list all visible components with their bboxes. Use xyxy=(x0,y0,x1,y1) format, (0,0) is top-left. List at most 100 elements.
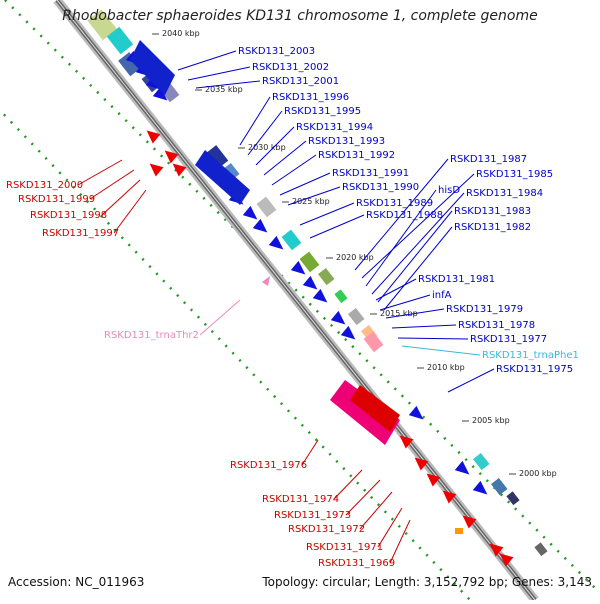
minus-gene-label[interactable]: RSKD131_trnaThr2 xyxy=(104,330,199,341)
plus-gene-label[interactable]: RSKD131_2003 xyxy=(238,46,315,57)
label-leader-line xyxy=(377,507,403,548)
minus-gene-arrow[interactable] xyxy=(423,469,441,487)
gene-block[interactable] xyxy=(506,491,520,506)
label-leader-line xyxy=(391,324,457,329)
gene-block[interactable] xyxy=(534,542,548,557)
label-leader-line xyxy=(397,337,469,340)
plus-gene-label[interactable]: RSKD131_1988 xyxy=(366,210,443,221)
genome-summary-text: Topology: circular; Length: 3,152,792 bp… xyxy=(262,575,592,589)
genome-backbone-highlight xyxy=(56,0,536,601)
plus-gene-label[interactable]: RSKD131_1996 xyxy=(272,92,349,103)
gene-block[interactable] xyxy=(118,52,142,77)
plus-gene-arrow[interactable] xyxy=(330,310,349,329)
plus-gene-arrow[interactable] xyxy=(252,218,271,237)
label-leader-line xyxy=(365,189,437,287)
minus-gene-arrow[interactable] xyxy=(143,126,161,144)
minus-gene-label[interactable]: RSKD131_1971 xyxy=(306,542,383,553)
minus-gene-label[interactable]: RSKD131_2000 xyxy=(6,180,83,191)
plus-gene-label[interactable]: RSKD131_1989 xyxy=(356,198,433,209)
plus-gene-label[interactable]: RSKD131_1977 xyxy=(470,334,547,345)
plus-gene-label[interactable]: RSKD131_1985 xyxy=(476,169,553,180)
label-leader-line xyxy=(383,226,453,311)
plus-gene-arrow[interactable] xyxy=(340,325,359,344)
minus-gene-arrow[interactable] xyxy=(439,486,457,504)
plus-gene-label[interactable]: RSKD131_trnaPhe1 xyxy=(482,350,579,361)
gene-block[interactable] xyxy=(195,150,250,205)
gene-block[interactable] xyxy=(490,477,508,496)
minus-gene-arrow[interactable] xyxy=(496,549,514,567)
gene-block[interactable] xyxy=(330,380,400,445)
plus-gene-label[interactable]: RSKD131_1987 xyxy=(450,154,527,165)
plus-gene-label[interactable]: RSKD131_1981 xyxy=(418,274,495,285)
gene-block[interactable] xyxy=(334,289,348,304)
plus-gene-arrow[interactable] xyxy=(268,235,287,254)
gene-block[interactable] xyxy=(222,162,240,181)
gene-block[interactable] xyxy=(205,145,229,170)
minus-gene-arrow[interactable] xyxy=(169,159,187,177)
plus-gene-label[interactable]: RSKD131_1979 xyxy=(446,304,523,315)
plus-gene-label[interactable]: RSKD131_1983 xyxy=(454,206,531,217)
gene-block[interactable] xyxy=(256,196,277,218)
minus-gene-arrow[interactable] xyxy=(486,539,504,557)
plus-gene-label[interactable]: RSKD131_1992 xyxy=(318,150,395,161)
gene-block[interactable] xyxy=(317,267,335,286)
scale-tick-label: 2025 kbp xyxy=(292,197,330,206)
plus-gene-label[interactable]: RSKD131_1991 xyxy=(332,168,409,179)
minus-gene-label[interactable]: RSKD131_1999 xyxy=(18,194,95,205)
plus-gene-arrow[interactable] xyxy=(152,86,171,105)
minus-gene-label[interactable]: RSKD131_1976 xyxy=(230,460,307,471)
plus-gene-label[interactable]: RSKD131_1993 xyxy=(308,136,385,147)
plus-gene-arrow[interactable] xyxy=(290,260,309,279)
gene-block[interactable] xyxy=(350,385,400,432)
minus-gene-arrow[interactable] xyxy=(146,159,164,177)
gene-block[interactable] xyxy=(472,452,490,471)
minus-gene-label[interactable]: RSKD131_1969 xyxy=(318,558,395,569)
plus-gene-label[interactable]: RSKD131_2001 xyxy=(262,76,339,87)
minus-gene-label[interactable]: RSKD131_1972 xyxy=(288,524,365,535)
plus-gene-label[interactable]: hisD xyxy=(438,185,460,196)
plus-gene-label[interactable]: RSKD131_1984 xyxy=(466,188,543,199)
minus-gene-label[interactable]: RSKD131_1973 xyxy=(274,510,351,521)
plus-gene-label[interactable]: RSKD131_1975 xyxy=(496,364,573,375)
plus-gene-arrow[interactable] xyxy=(408,405,427,424)
gene-block[interactable] xyxy=(106,26,134,55)
plus-gene-arrow[interactable] xyxy=(472,480,491,499)
minus-gene-arrow[interactable] xyxy=(459,511,477,529)
gene-block[interactable] xyxy=(130,40,175,95)
minus-gene-arrow[interactable] xyxy=(396,431,414,449)
plus-gene-label[interactable]: infA xyxy=(432,290,452,301)
minus-gene-label[interactable]: RSKD131_1997 xyxy=(42,228,119,239)
label-leader-line xyxy=(379,294,431,311)
gene-block[interactable] xyxy=(299,251,320,273)
plus-gene-label[interactable]: RSKD131_1990 xyxy=(342,182,419,193)
minus-gene-arrow[interactable] xyxy=(161,146,179,164)
scale-tick-label: 2005 kbp xyxy=(472,416,510,425)
scale-tick-label: 2020 kbp xyxy=(336,253,374,262)
plus-gene-label[interactable]: RSKD131_1994 xyxy=(296,122,373,133)
minus-gene-label[interactable]: RSKD131_1974 xyxy=(262,494,339,505)
gene-block[interactable] xyxy=(347,307,365,326)
plus-gene-arrow[interactable] xyxy=(242,205,261,224)
plus-gene-arrow[interactable] xyxy=(312,288,331,307)
plus-gene-label[interactable]: RSKD131_2002 xyxy=(252,62,329,73)
label-leader-line xyxy=(377,210,453,303)
plus-gene-arrow[interactable] xyxy=(302,275,321,294)
plus-gene-label[interactable]: RSKD131_1995 xyxy=(284,106,361,117)
label-leader-line xyxy=(177,50,237,71)
label-leader-line xyxy=(371,192,465,295)
plus-gene-label[interactable]: RSKD131_1982 xyxy=(454,222,531,233)
plus-gene-arrow[interactable] xyxy=(454,460,473,479)
plus-gene-label[interactable]: RSKD131_1978 xyxy=(458,320,535,331)
gene-block[interactable] xyxy=(87,9,118,41)
minus-gene-label[interactable]: RSKD131_1998 xyxy=(30,210,107,221)
trna-feature[interactable] xyxy=(262,276,270,286)
gene-block[interactable] xyxy=(363,331,384,353)
minus-gene-arrow[interactable] xyxy=(411,453,429,471)
gene-block[interactable] xyxy=(455,528,463,534)
label-leader-line xyxy=(333,469,363,500)
label-leader-line xyxy=(301,439,319,466)
gene-block[interactable] xyxy=(281,229,302,251)
label-leader-line xyxy=(359,491,393,530)
